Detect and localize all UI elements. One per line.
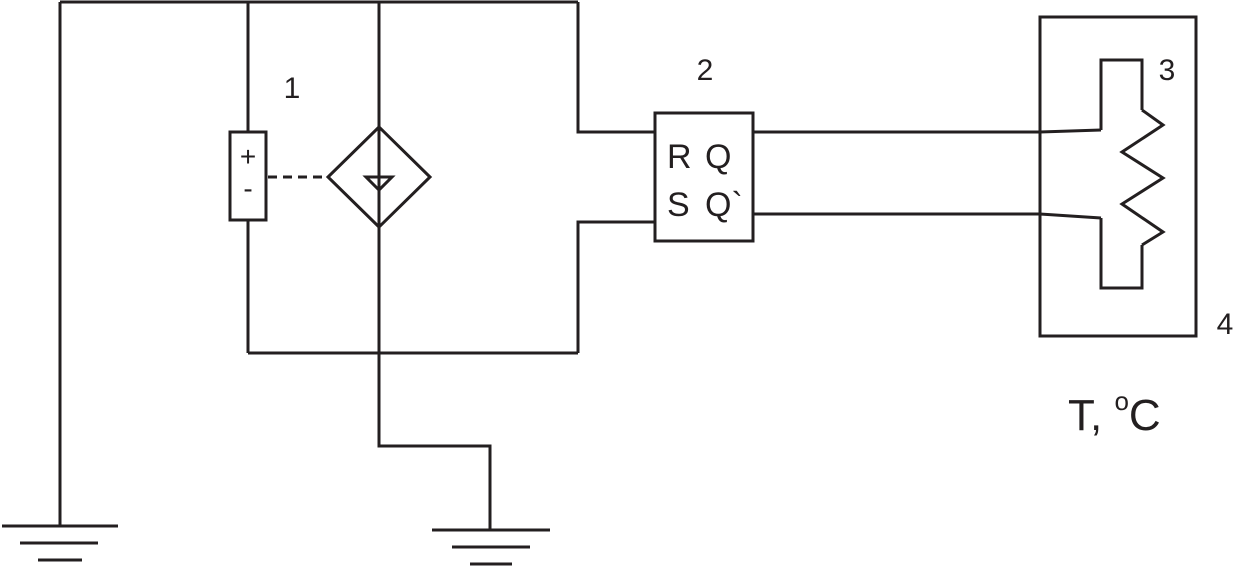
- trigger-s-input-wire: [576, 220, 655, 353]
- temperature-label-unit: C: [1129, 391, 1161, 440]
- label-trigger-number: 2: [697, 54, 714, 87]
- label-source-number: 1: [284, 72, 301, 105]
- heater-element: [1099, 58, 1166, 290]
- voltage-source-minus: -: [243, 173, 252, 204]
- temperature-label-main: T,: [1068, 391, 1114, 440]
- label-chamber-number: 4: [1217, 308, 1234, 341]
- trigger-r-input-wire: [576, 2, 655, 134]
- trigger-pin-r: R: [667, 138, 692, 176]
- heater-chamber: [1038, 15, 1198, 338]
- voltage-source-plus: +: [240, 141, 256, 172]
- trigger-pin-q: Q: [705, 138, 731, 176]
- current-arrow-icon: [362, 175, 396, 193]
- voltage-source: + -: [228, 130, 268, 222]
- label-heater-number: 3: [1159, 54, 1176, 87]
- trigger-pin-s: S: [667, 186, 690, 224]
- left-ground-symbol: [2, 524, 118, 562]
- current-source-wire: [377, 2, 492, 530]
- temperature-label: T, oC: [1068, 386, 1161, 440]
- trigger-pin-q-bar: Q`: [705, 186, 743, 224]
- output-q-wire: [753, 128, 1102, 134]
- dependent-current-source: [325, 124, 433, 230]
- rs-trigger: R Q S Q`: [653, 111, 755, 243]
- output-q-bar-wire: [753, 212, 1102, 220]
- right-ground-symbol: [432, 528, 550, 566]
- temperature-label-degree: o: [1114, 386, 1128, 416]
- resistor-zigzag: [1119, 108, 1166, 247]
